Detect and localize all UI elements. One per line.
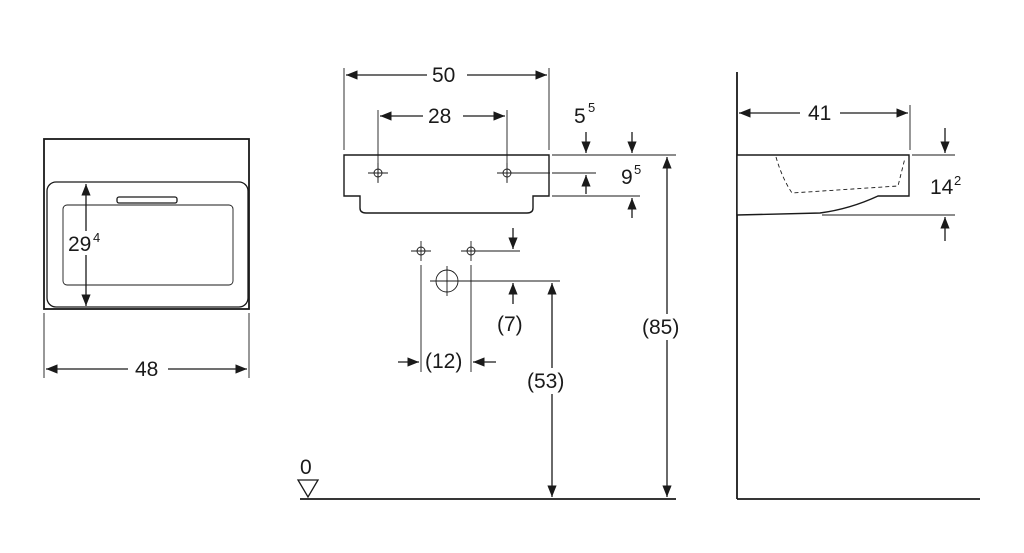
overall-width-dim: 50 — [432, 64, 455, 87]
waste-outlet-marker — [430, 266, 560, 296]
top-view-depth-dim-sup: 4 — [93, 230, 100, 245]
floor-level-label: 0 — [300, 456, 312, 479]
waste-offset-dim: (7) — [497, 313, 523, 336]
side-view-sink-body — [736, 154, 910, 216]
top-view: 29 4 48 — [43, 138, 250, 382]
top-view-outline — [43, 138, 250, 310]
thickness-dim: 14 — [930, 176, 954, 199]
top-view-basin-inner — [62, 204, 234, 286]
front-view-sink-body — [343, 154, 550, 214]
rim-height-dim: 9 — [621, 166, 633, 189]
top-view-overflow-slot — [116, 196, 178, 204]
top-offset-dim-sup: 5 — [588, 100, 595, 115]
thickness-dim-sup: 2 — [954, 173, 961, 188]
floor-level-symbol — [296, 479, 320, 499]
waste-valve-left-marker — [411, 241, 431, 261]
top-offset-dim: 5 — [574, 105, 586, 128]
tap-hole-right-marker — [497, 163, 550, 183]
waste-valve-right-marker — [461, 241, 520, 261]
top-view-width-dim: 48 — [135, 358, 158, 381]
mounting-height-dim: (85) — [642, 316, 679, 339]
side-view: 41 14 2 — [736, 72, 980, 500]
top-view-depth-dim: 29 — [68, 233, 91, 256]
waste-spacing-dim: (12) — [425, 350, 462, 373]
projection-dim: 41 — [808, 102, 831, 125]
tap-hole-left-marker — [368, 163, 388, 183]
waste-height-dim: (53) — [527, 370, 564, 393]
front-view: 50 28 5 5 9 5 — [296, 62, 696, 500]
rim-height-dim-sup: 5 — [634, 162, 641, 177]
tap-spacing-dim: 28 — [428, 105, 451, 128]
top-view-basin-rim — [46, 181, 249, 308]
